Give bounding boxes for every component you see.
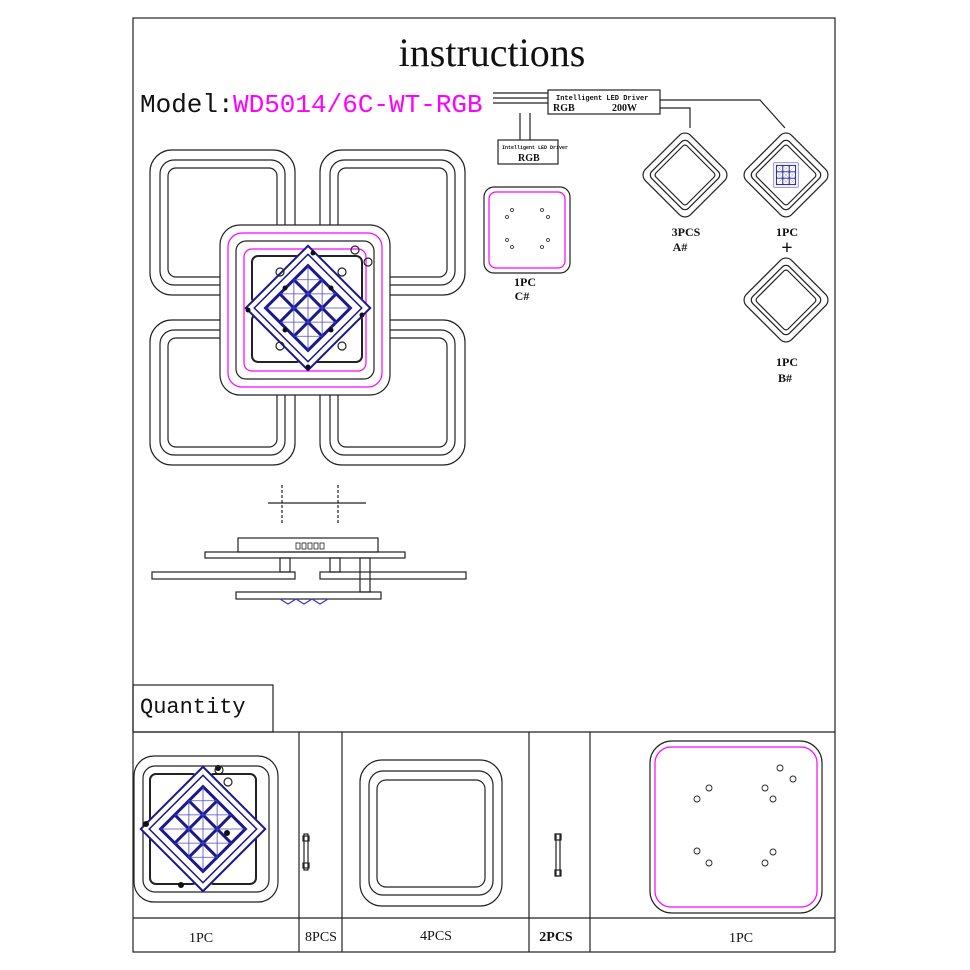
svg-text:RGB: RGB [553,103,575,114]
main-driver: Intelligent LED Driver RGB 200W [547,89,661,115]
quantity-table: Quantity 1PC 8PCS [132,684,835,952]
wiring [493,92,786,140]
qty-3: 4PCS [420,929,452,944]
model-label: Model: [140,90,234,120]
svg-text:1PC: 1PC [514,275,536,289]
qty-item-base-plate [649,740,823,914]
part-c-panel: 1PC C# [483,186,571,303]
qty-4: 2PCS [539,930,573,945]
page-frame [132,17,836,953]
model-number: WD5014/6C-WT-RGB [233,90,483,120]
qty-5: 1PC [729,931,753,946]
qty-1: 1PC [189,931,213,946]
svg-text:1PC: 1PC [776,355,798,369]
qty-item-ring [359,759,503,907]
svg-text:Intelligent LED Driver: Intelligent LED Driver [556,95,648,103]
part-a-ring: 3PCS A# [639,129,731,254]
svg-text:+: + [781,237,792,259]
svg-text:A#: A# [673,240,688,254]
svg-text:3PCS: 3PCS [672,225,701,239]
svg-text:RGB: RGB [518,153,540,164]
qty-2: 8PCS [305,930,337,945]
small-driver: Intelligent LED Driver RGB [497,139,568,165]
fixture-top-view [149,149,466,466]
fixture-side-view [151,485,467,605]
svg-text:200W: 200W [612,103,637,114]
qty-item-rod [554,833,562,877]
qty-item-center-module [133,755,279,903]
page-title: instructions [399,30,586,75]
part-b-ring: 1PC B# [740,254,832,385]
qty-item-screw [302,833,310,871]
quantity-label: Quantity [140,695,246,720]
svg-text:1PC: 1PC [776,225,798,239]
part-center-module: 1PC + [740,129,832,259]
svg-text:Intelligent LED Driver: Intelligent LED Driver [502,145,568,151]
svg-text:B#: B# [778,371,792,385]
svg-text:C#: C# [515,289,530,303]
